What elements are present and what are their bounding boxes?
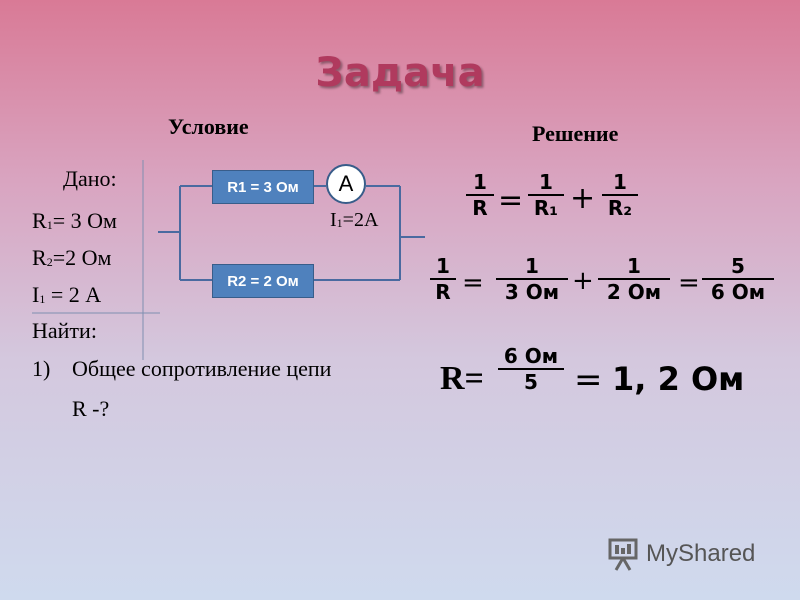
eq2-term2-den: 2 Ом	[606, 280, 662, 304]
r1-subscript: 1	[46, 218, 53, 232]
eq1-lhs-den: R	[472, 196, 488, 220]
circuit-current: I1=2А	[330, 210, 378, 230]
i1-subscript: 1	[39, 292, 46, 306]
slide-title: Задача	[315, 50, 485, 96]
eq3-num: 6 Ом	[503, 344, 559, 368]
eq3-equals: =	[574, 360, 603, 400]
eq2-plus: +	[572, 266, 594, 296]
eq1-term1-num: 1	[539, 170, 553, 194]
eq3-fraction: 6 Ом 5	[498, 344, 564, 394]
current-subscript: 1	[336, 216, 343, 230]
ammeter: A	[326, 164, 366, 204]
find-item-number: 1)	[32, 356, 51, 381]
eq1-term1-fraction: 1 R₁	[528, 170, 564, 220]
eq2-equals-1: =	[462, 268, 484, 298]
eq2-term1-den: 3 Ом	[504, 280, 560, 304]
resistor-r2: R2 = 2 Ом	[212, 264, 314, 298]
r1-value: = 3 Ом	[52, 208, 117, 233]
current-symbol: I	[330, 209, 337, 231]
resistor-r1: R1 = 3 Ом	[212, 170, 314, 204]
r1-symbol: R	[32, 208, 47, 233]
i1-symbol: I	[32, 282, 40, 307]
eq2-result-fraction: 5 6 Ом	[702, 254, 774, 304]
eq2-term2-fraction: 1 2 Ом	[598, 254, 670, 304]
eq1-term1-den: R₁	[533, 196, 559, 220]
watermark-text: MyShared	[646, 540, 756, 567]
eq1-plus: +	[570, 181, 596, 216]
r2-symbol: R	[32, 245, 47, 270]
condition-heading: Условие	[168, 114, 249, 139]
find-item-query: R -?	[72, 396, 110, 421]
eq2-term2-num: 1	[627, 254, 641, 278]
watermark: MyShared	[606, 536, 755, 572]
eq1-term2-den: R₂	[607, 196, 633, 220]
eq2-result-den: 6 Ом	[710, 280, 766, 304]
given-i1: I1 = 2 А	[32, 284, 101, 306]
eq2-result-num: 5	[731, 254, 745, 278]
eq1-lhs-num: 1	[473, 170, 487, 194]
eq3-lhs: R=	[440, 360, 484, 397]
given-r1: R1= 3 Ом	[32, 210, 117, 232]
r2-subscript: 2	[46, 255, 53, 269]
eq2-term1-num: 1	[525, 254, 539, 278]
i1-value: = 2 А	[45, 282, 102, 307]
eq2-term1-fraction: 1 3 Ом	[496, 254, 568, 304]
eq3-den: 5	[524, 370, 538, 394]
eq1-term2-fraction: 1 R₂	[602, 170, 638, 220]
eq1-equals: =	[498, 183, 524, 218]
circuit-wires	[158, 185, 425, 281]
current-value: =2А	[342, 209, 379, 231]
eq2-lhs-num: 1	[436, 254, 450, 278]
eq2-equals-2: =	[678, 268, 700, 298]
solution-heading: Решение	[532, 121, 619, 146]
eq1-lhs-fraction: 1 R	[466, 170, 494, 220]
given-label: Дано:	[63, 166, 117, 191]
eq1-term2-num: 1	[613, 170, 627, 194]
find-item-text: Общее сопротивление цепи	[72, 356, 332, 381]
find-label: Найти:	[32, 318, 97, 343]
given-r2: R2=2 Ом	[32, 247, 111, 269]
eq2-lhs-fraction: 1 R	[430, 254, 456, 304]
eq2-lhs-den: R	[435, 280, 451, 304]
r2-value: =2 Ом	[52, 245, 112, 270]
eq3-result: 1, 2 Ом	[612, 360, 745, 398]
presentation-board-icon	[608, 538, 638, 571]
